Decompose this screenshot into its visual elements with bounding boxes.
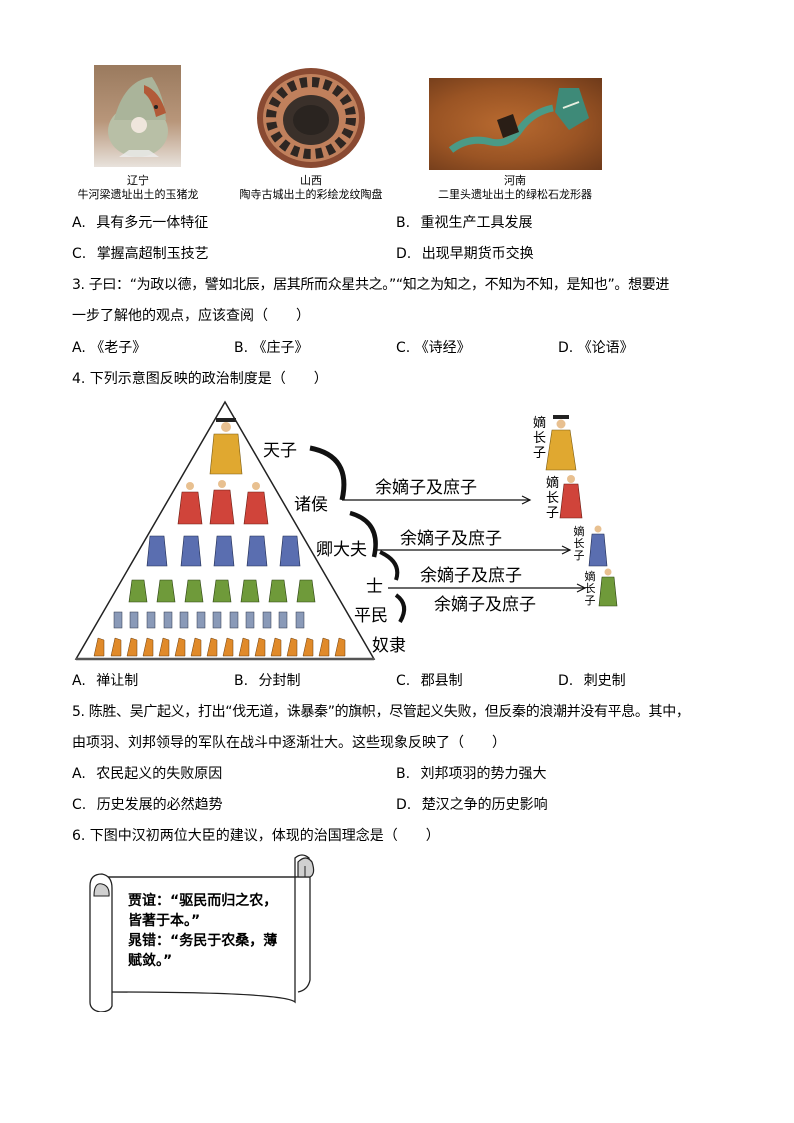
q2-option-c[interactable]: C. 掌握高超制玉技艺 xyxy=(72,245,209,263)
rank-label-qingdafu: 卿大夫 xyxy=(316,540,367,560)
jade-pig-dragon-photo xyxy=(94,65,181,167)
rank-label-nuli: 奴隶 xyxy=(372,636,406,656)
scroll-outline xyxy=(89,854,315,1013)
option-text: 农民起义的失败原因 xyxy=(96,766,223,782)
option-letter: B. xyxy=(396,766,411,782)
q3-stem-line2: 一步了解他的观点，应该查阅（ ） xyxy=(72,308,310,324)
q4-option-b[interactable]: B. 分封制 xyxy=(234,672,301,690)
option-letter: D. xyxy=(558,673,574,689)
heir-label-shi: 嫡长子 xyxy=(584,570,596,607)
option-text: 《老子》 xyxy=(90,340,147,356)
q5-stem-line2: 由项羽、刘邦领导的军队在战斗中逐渐壮大。这些现象反映了（ ） xyxy=(72,735,506,751)
artifact-2-region: 山西 xyxy=(300,174,322,187)
option-text: 具有多元一体特征 xyxy=(96,215,209,231)
option-text: 刘邦项羽的势力强大 xyxy=(420,766,547,782)
option-letter: D. xyxy=(396,246,412,262)
scroll-figure: 贾谊：“驱民而归之农， 皆著于本。” 晁错：“务民于农桑，薄 赋敛。” xyxy=(84,852,320,1013)
option-letter: A. xyxy=(72,340,86,356)
arrow-label-pingmin: 余嫡子及庶子 xyxy=(434,595,536,615)
scroll-quote-line1: 贾谊：“驱民而归之农， xyxy=(128,893,278,909)
option-letter: B. xyxy=(234,340,249,356)
feudal-hierarchy-diagram: 天子 诸侯 卿大夫 士 平民 奴隶 余嫡子及庶子 余嫡子及庶子 余嫡子及庶子 余… xyxy=(70,400,630,665)
q4-option-d[interactable]: D. 刺史制 xyxy=(558,672,626,690)
rank-label-shi: 士 xyxy=(366,577,383,597)
q2-option-a[interactable]: A. 具有多元一体特征 xyxy=(72,214,208,232)
option-text: 刺史制 xyxy=(583,673,626,689)
heir-label-tianzi: 嫡长子 xyxy=(532,416,546,461)
option-text: 《诗经》 xyxy=(414,340,471,356)
artifact-1-caption: 牛河梁遗址出土的玉猪龙 xyxy=(77,188,199,201)
rank-label-pingmin: 平民 xyxy=(354,606,388,626)
q5-option-a[interactable]: A. 农民起义的失败原因 xyxy=(72,765,222,783)
option-letter: B. xyxy=(396,215,411,231)
q3-option-b[interactable]: B. 《庄子》 xyxy=(234,339,309,357)
scroll-quote-line3: 晁错：“务民于农桑，薄 xyxy=(128,933,278,949)
arrow-label-zhuhou: 余嫡子及庶子 xyxy=(375,478,477,498)
heir-label-qingdafu: 嫡长子 xyxy=(573,525,585,562)
option-text: 《庄子》 xyxy=(252,340,309,356)
option-text: 历史发展的必然趋势 xyxy=(96,797,223,813)
option-letter: D. xyxy=(558,340,574,356)
q6-stem: 6. 下图中汉初两位大臣的建议，体现的治国理念是（ ） xyxy=(72,828,440,844)
q2-option-b[interactable]: B. 重视生产工具发展 xyxy=(396,214,533,232)
artifact-1-region: 辽宁 xyxy=(127,174,149,187)
option-text: 重视生产工具发展 xyxy=(420,215,533,231)
scroll-quote-line2: 皆著于本。” xyxy=(128,913,201,929)
q2-option-d[interactable]: D. 出现早期货币交换 xyxy=(396,245,534,263)
artifact-3-caption: 二里头遗址出土的绿松石龙形器 xyxy=(438,188,592,201)
option-text: 楚汉之争的历史影响 xyxy=(421,797,548,813)
option-text: 掌握高超制玉技艺 xyxy=(96,246,209,262)
option-letter: A. xyxy=(72,673,86,689)
option-letter: A. xyxy=(72,766,86,782)
option-letter: C. xyxy=(396,673,411,689)
rank-label-tianzi: 天子 xyxy=(263,441,297,461)
rank-label-zhuhou: 诸侯 xyxy=(294,495,328,515)
q3-stem-line1: 3. 子曰：“为政以德，譬如北辰，居其所而众星共之。”“知之为知之，不知为不知，… xyxy=(72,277,670,293)
q3-option-d[interactable]: D. 《论语》 xyxy=(558,339,634,357)
option-text: 禅让制 xyxy=(96,673,139,689)
option-text: 出现早期货币交换 xyxy=(421,246,534,262)
option-letter: C. xyxy=(396,340,411,356)
artifact-2-caption: 陶寺古城出土的彩绘龙纹陶盘 xyxy=(239,188,383,201)
q4-option-a[interactable]: A. 禅让制 xyxy=(72,672,138,690)
q3-option-c[interactable]: C. 《诗经》 xyxy=(396,339,471,357)
option-letter: B. xyxy=(234,673,249,689)
option-letter: C. xyxy=(72,797,87,813)
painted-pottery-plate-photo xyxy=(255,64,367,172)
option-text: 郡县制 xyxy=(420,673,463,689)
option-text: 《论语》 xyxy=(577,340,634,356)
q4-stem: 4. 下列示意图反映的政治制度是（ ） xyxy=(72,371,328,387)
q4-option-c[interactable]: C. 郡县制 xyxy=(396,672,463,690)
artifact-3-region: 河南 xyxy=(504,174,526,187)
turquoise-dragon-photo xyxy=(429,78,602,170)
option-letter: A. xyxy=(72,215,86,231)
pyramid-graphic xyxy=(74,400,618,661)
q5-option-d[interactable]: D. 楚汉之争的历史影响 xyxy=(396,796,548,814)
arrow-label-qingdafu: 余嫡子及庶子 xyxy=(400,529,502,549)
heir-label-zhuhou: 嫡长子 xyxy=(545,476,559,521)
option-text: 分封制 xyxy=(258,673,301,689)
q3-option-a[interactable]: A. 《老子》 xyxy=(72,339,146,357)
q5-option-c[interactable]: C. 历史发展的必然趋势 xyxy=(72,796,223,814)
q5-stem-line1: 5. 陈胜、吴广起义，打出“伐无道，诛暴秦”的旗帜，尽管起义失败，但反秦的浪潮并… xyxy=(72,704,690,720)
q5-option-b[interactable]: B. 刘邦项羽的势力强大 xyxy=(396,765,547,783)
arrow-label-shi: 余嫡子及庶子 xyxy=(420,566,522,586)
scroll-quote-line4: 赋敛。” xyxy=(128,953,173,969)
option-letter: D. xyxy=(396,797,412,813)
option-letter: C. xyxy=(72,246,87,262)
